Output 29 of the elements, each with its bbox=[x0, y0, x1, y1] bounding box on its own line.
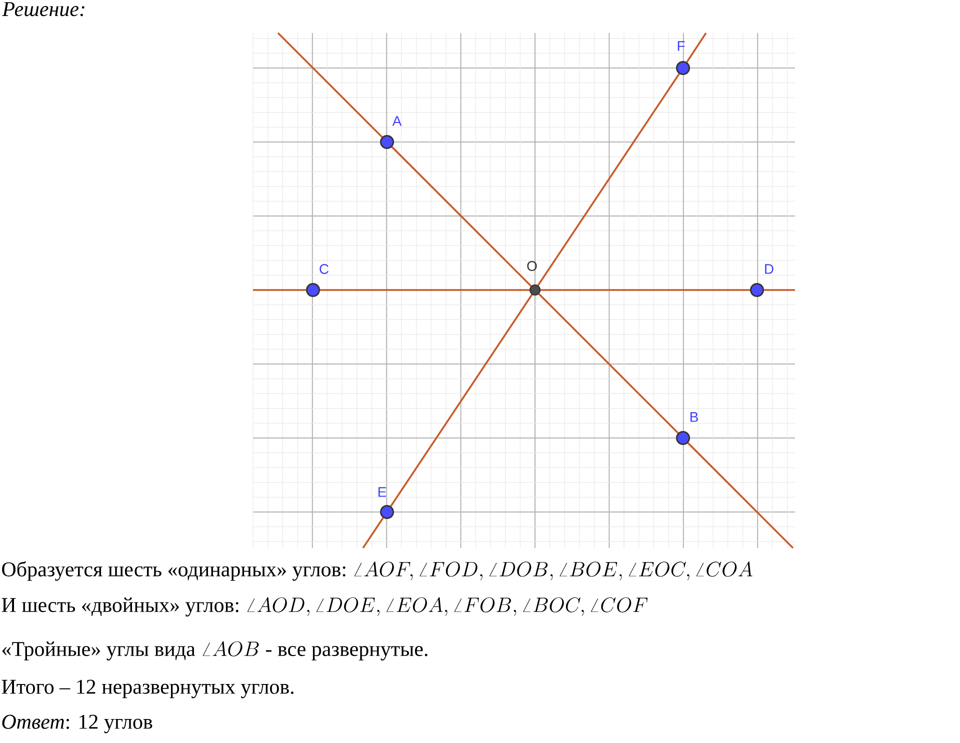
line bbox=[537, 73, 680, 286]
node-label: D bbox=[765, 264, 774, 274]
node-label: C bbox=[320, 264, 329, 274]
solution-text: И шесть «двойных» углов: bbox=[2, 598, 238, 616]
line bbox=[540, 289, 750, 291]
solution-text: - все развернутые. bbox=[266, 646, 428, 660]
line bbox=[390, 294, 533, 507]
line bbox=[391, 146, 532, 287]
node-label: F bbox=[678, 41, 685, 51]
heading: Решение: bbox=[2, 2, 84, 16]
angle-formula: $\angle AOF,\angle FOD,\angle DOB,\angle BOE,\angle EOC,\angle COA$ bbox=[354, 561, 752, 580]
line bbox=[686, 32, 707, 63]
solution-text: «Тройные» углы вида bbox=[2, 642, 196, 660]
angle-formula: $\angle AOB$ bbox=[202, 641, 259, 656]
line bbox=[538, 293, 679, 434]
solution-text: Ответ: 12 углов bbox=[2, 714, 152, 734]
line bbox=[362, 517, 384, 548]
solution-text: Образуется шесть «одинарных» углов: bbox=[2, 561, 346, 581]
line bbox=[687, 442, 794, 549]
line bbox=[277, 32, 383, 138]
angle-formula: $\angle AOD,\angle DOE,\angle EOA,\angle FOB,\angle BOC,\angle COF$ bbox=[247, 597, 648, 616]
line bbox=[764, 289, 795, 291]
node-label: A bbox=[392, 116, 402, 126]
node-label: E bbox=[378, 487, 386, 497]
node-label: O bbox=[527, 261, 537, 271]
line bbox=[320, 289, 530, 291]
line bbox=[253, 289, 306, 291]
solution-text: Итого – 12 неразвернутых углов. bbox=[2, 680, 294, 698]
node-label: B bbox=[690, 412, 698, 422]
